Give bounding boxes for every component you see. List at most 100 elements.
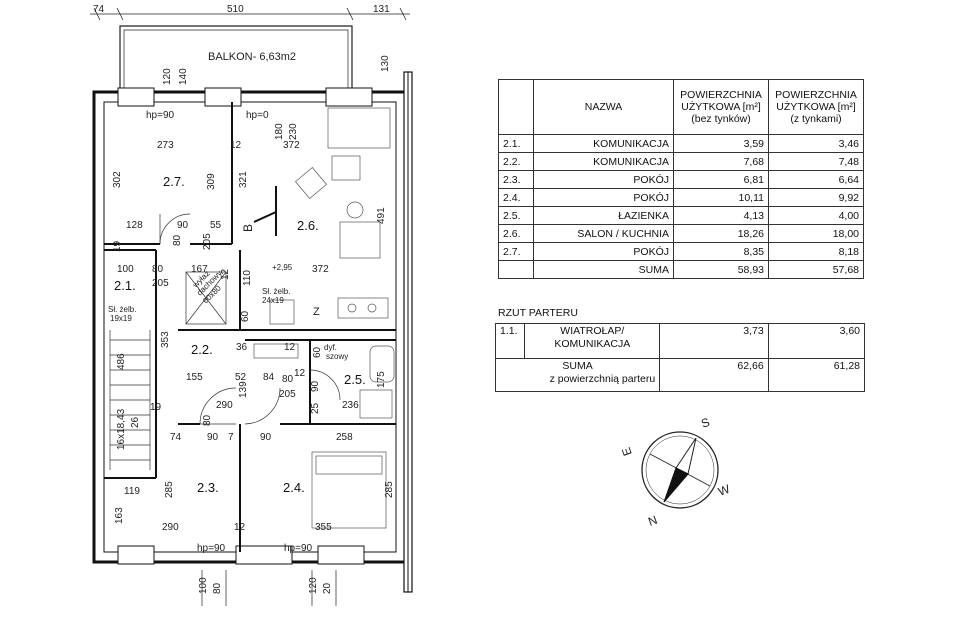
svg-text:321: 321 bbox=[238, 171, 249, 188]
bathroom-fixtures bbox=[253, 343, 395, 419]
svg-text:90: 90 bbox=[177, 220, 189, 231]
compass-n: N bbox=[646, 513, 659, 529]
svg-text:372: 372 bbox=[312, 264, 329, 275]
svg-text:dyf.: dyf. bbox=[324, 343, 337, 352]
svg-text:273: 273 bbox=[157, 140, 174, 151]
svg-text:258: 258 bbox=[336, 432, 353, 443]
svg-text:90: 90 bbox=[310, 380, 321, 392]
svg-text:19x19: 19x19 bbox=[110, 314, 132, 323]
table-row: 2.3. POKÓJ 6,81 6,64 bbox=[498, 170, 864, 189]
table-row: 2.2. KOMUNIKACJA 7,68 7,48 bbox=[498, 152, 864, 171]
top-dimension-line bbox=[90, 7, 410, 21]
svg-text:52: 52 bbox=[235, 372, 247, 383]
svg-text:205: 205 bbox=[152, 278, 169, 289]
svg-text:90: 90 bbox=[260, 432, 272, 443]
roof-edge bbox=[403, 71, 413, 593]
svg-text:Sł. żelb.: Sł. żelb. bbox=[262, 287, 290, 296]
svg-text:12: 12 bbox=[220, 268, 231, 280]
table-row: 2.7. POKÓJ 8,35 8,18 bbox=[498, 242, 864, 261]
svg-text:80: 80 bbox=[282, 374, 294, 385]
svg-text:74: 74 bbox=[170, 432, 182, 443]
svg-text:19: 19 bbox=[112, 240, 123, 252]
table-sum-row: SUMA z powierzchnią parteru 62,66 61,28 bbox=[494, 358, 866, 392]
section-mark: B bbox=[241, 224, 255, 232]
svg-text:12: 12 bbox=[294, 368, 306, 379]
doors bbox=[159, 213, 341, 425]
svg-text:szowy: szowy bbox=[326, 352, 348, 361]
svg-text:486: 486 bbox=[116, 353, 127, 370]
svg-text:163: 163 bbox=[114, 507, 125, 524]
bottom-dimension-lines bbox=[201, 570, 337, 606]
area-table: NAZWA POWIERZCHNIA UŻYTKOWA [m²] (bez ty… bbox=[498, 79, 864, 279]
room-2-7: 2.7. bbox=[163, 174, 185, 189]
svg-text:120: 120 bbox=[308, 577, 319, 594]
svg-text:230: 230 bbox=[288, 123, 299, 140]
svg-text:100: 100 bbox=[198, 577, 209, 594]
table-sum-row: SUMA 58,93 57,68 bbox=[498, 260, 864, 279]
svg-text:80: 80 bbox=[212, 582, 223, 594]
svg-text:+2,95: +2,95 bbox=[272, 263, 293, 272]
svg-text:128: 128 bbox=[126, 220, 143, 231]
table-header-area-gross: POWIERZCHNIA UŻYTKOWA [m²] (z tynkami) bbox=[768, 79, 864, 135]
room-2-2: 2.2. bbox=[191, 342, 213, 357]
windows bbox=[117, 87, 373, 565]
room-2-3: 2.3. bbox=[197, 480, 219, 495]
svg-text:100: 100 bbox=[117, 264, 134, 275]
svg-text:236: 236 bbox=[342, 400, 359, 411]
svg-text:60: 60 bbox=[240, 310, 251, 322]
dim-top-74: 74 bbox=[93, 4, 105, 15]
compass-icon: S W N E bbox=[619, 415, 732, 529]
svg-text:90: 90 bbox=[207, 432, 219, 443]
table-header-name: NAZWA bbox=[533, 79, 674, 135]
floor-plan: 74 510 131 BALKON- 6,63m2 120 140 130 bbox=[90, 4, 413, 606]
svg-text:hp=90: hp=90 bbox=[284, 543, 313, 554]
svg-text:285: 285 bbox=[384, 481, 395, 498]
dim-top-131: 131 bbox=[373, 4, 390, 15]
roof-hatch bbox=[185, 271, 227, 325]
dim-top-510: 510 bbox=[227, 4, 244, 15]
ground-floor-table: 1.1. WIATROŁAP/ KOMUNIKACJA 3,73 3,60 SU… bbox=[494, 323, 866, 392]
svg-text:19: 19 bbox=[150, 402, 162, 413]
svg-text:7: 7 bbox=[228, 432, 234, 443]
table-row: 2.6. SALON / KUCHNIA 18,26 18,00 bbox=[498, 224, 864, 243]
compass-s: S bbox=[699, 415, 711, 431]
table-header-no bbox=[498, 79, 534, 135]
dim-130: 130 bbox=[380, 55, 391, 72]
svg-text:167: 167 bbox=[191, 264, 208, 275]
svg-text:302: 302 bbox=[112, 171, 123, 188]
room-2-4: 2.4. bbox=[283, 480, 305, 495]
svg-text:84: 84 bbox=[263, 372, 275, 383]
svg-text:hp=90: hp=90 bbox=[146, 110, 175, 121]
dim-120: 120 bbox=[162, 68, 173, 85]
table-row: 2.5. ŁAZIENKA 4,13 4,00 bbox=[498, 206, 864, 225]
balcony bbox=[119, 25, 353, 88]
svg-text:55: 55 bbox=[210, 220, 222, 231]
svg-text:309: 309 bbox=[206, 173, 217, 190]
svg-text:139: 139 bbox=[238, 381, 249, 398]
svg-text:36: 36 bbox=[236, 342, 248, 353]
table-row: 1.1. WIATROŁAP/ KOMUNIKACJA 3,73 3,60 bbox=[494, 323, 866, 359]
section-marker bbox=[253, 186, 277, 236]
outer-walls bbox=[92, 90, 408, 564]
svg-text:25: 25 bbox=[310, 402, 321, 414]
svg-text:110: 110 bbox=[242, 270, 253, 286]
svg-text:80: 80 bbox=[152, 264, 164, 275]
svg-text:353: 353 bbox=[160, 331, 171, 348]
ground-floor-title: RZUT PARTERU bbox=[498, 307, 578, 319]
svg-text:60: 60 bbox=[312, 346, 323, 358]
svg-text:Z: Z bbox=[313, 306, 320, 318]
room-2-5: 2.5. bbox=[344, 372, 366, 387]
svg-text:80: 80 bbox=[172, 234, 183, 246]
svg-text:290: 290 bbox=[162, 522, 179, 533]
compass-e: E bbox=[619, 445, 635, 457]
svg-text:80: 80 bbox=[202, 414, 213, 426]
svg-text:12: 12 bbox=[230, 140, 242, 151]
bed bbox=[311, 451, 387, 529]
svg-text:12: 12 bbox=[234, 522, 246, 533]
kitchen-furniture bbox=[269, 107, 391, 325]
svg-text:355: 355 bbox=[315, 522, 332, 533]
svg-text:205: 205 bbox=[279, 389, 296, 400]
svg-text:285: 285 bbox=[164, 481, 175, 498]
dim-140: 140 bbox=[178, 68, 189, 85]
room-2-6: 2.6. bbox=[297, 218, 319, 233]
